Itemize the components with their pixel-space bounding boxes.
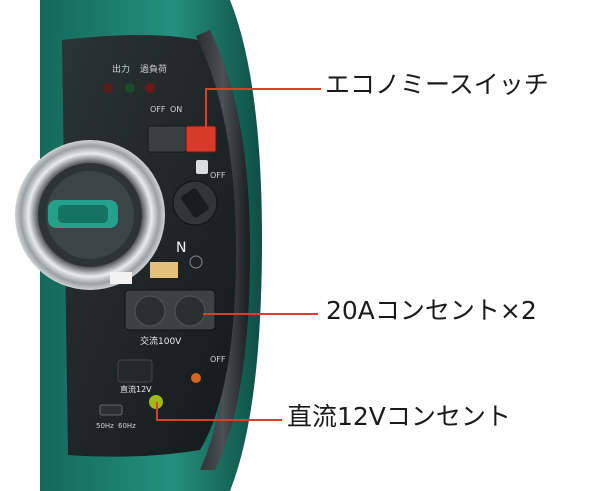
- power-switch: [147, 125, 187, 153]
- output-led: [103, 83, 113, 93]
- rubber-bumper: [196, 30, 250, 470]
- svg-text:ON: ON: [170, 105, 182, 114]
- outlet-20a-label: 20Aコンセント×2: [326, 296, 537, 325]
- svg-text:60Hz: 60Hz: [118, 422, 136, 430]
- svg-text:OFF: OFF: [150, 105, 166, 114]
- status-label: 出力: [112, 63, 130, 75]
- ac-label: 交流100V: [140, 335, 182, 347]
- economy-switch-label: エコノミースイッチ: [325, 70, 549, 99]
- ac-outlet-right: [174, 295, 206, 327]
- economy-switch: [185, 125, 217, 153]
- dc-outlet: [117, 359, 153, 383]
- outlet-20a-leader: [203, 313, 318, 315]
- dc-label: 直流12V: [120, 384, 152, 394]
- dc-outlet-leader-drop: [156, 402, 158, 420]
- eco-switch-leader: [205, 88, 321, 90]
- dc-outlet-leader: [156, 419, 282, 421]
- overload-led: [125, 83, 135, 93]
- dc-12v-outlet-label: 直流12Vコンセント: [287, 402, 511, 431]
- frequency-switch: [99, 404, 123, 416]
- ac-outlet-left: [134, 295, 166, 327]
- eco-switch-leader-drop: [205, 88, 207, 128]
- warning-label: 過負荷: [140, 63, 167, 75]
- svg-text:50Hz: 50Hz: [96, 422, 114, 430]
- neutral-mark: N: [176, 240, 186, 256]
- svg-text:OFF: OFF: [210, 171, 226, 180]
- svg-text:OFF: OFF: [210, 355, 226, 364]
